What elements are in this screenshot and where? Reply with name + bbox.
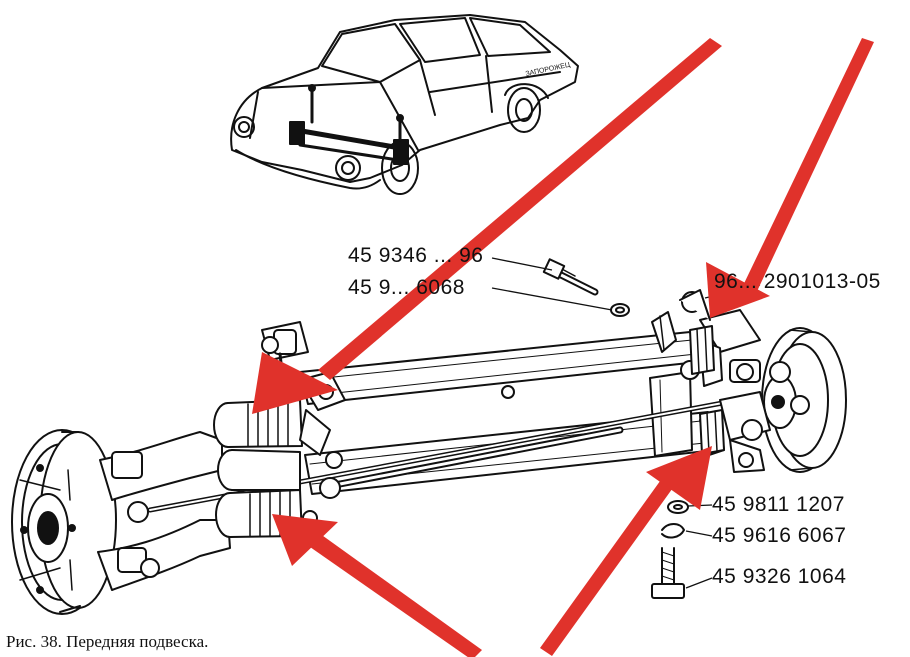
left-torsion-housings [213,399,303,538]
part-label-nut: 45 9... 6068 [348,276,465,299]
bottom-fasteners [651,500,689,599]
front-suspension [11,258,847,615]
left-trailing-arms [97,431,231,591]
arrow-lower-left [272,514,482,657]
figure-caption: Рис. 38. Передняя подвеска. [6,632,209,651]
part-label-bolt: 45 9346 ... 96 [348,244,484,267]
arrow-lower-right [540,446,712,656]
car-badge: ЗАПОРОЖЕЦ [525,61,572,77]
highlight-arrows [252,38,874,657]
part-label-bolt-bottom: 45 9326 1064 [712,565,847,588]
part-label-washer: 45 9811 1207 [712,493,845,516]
arrow-upper-right [706,38,874,318]
left-brake-drum [11,429,117,615]
car-illustration [230,14,579,195]
part-label-assembly: 96... 2901013-05 [714,270,881,293]
top-fasteners [542,258,677,353]
arrow-upper-left [252,38,722,414]
part-label-spring-washer: 45 9616 6067 [712,524,847,547]
